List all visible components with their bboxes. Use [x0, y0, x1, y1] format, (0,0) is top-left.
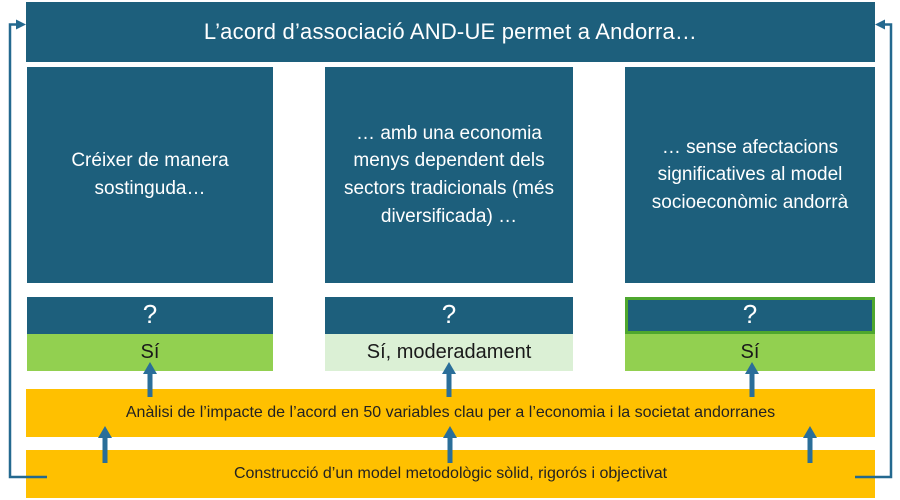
question-mark-3: ?	[742, 299, 758, 329]
question-mark-2: ?	[441, 299, 457, 329]
question-strip-1: ?	[27, 297, 273, 334]
banner-title: L’acord d’associació AND-UE permet a And…	[203, 19, 698, 44]
question-mark-1: ?	[142, 299, 158, 329]
hypothesis-text-2: … amb una economia menys dependent dels …	[343, 122, 555, 227]
hypothesis-box-1: Créixer de manera sostinguda…	[27, 67, 273, 283]
analysis-bar: Anàlisi de l’impacte de l’acord en 50 va…	[26, 389, 875, 437]
hypothesis-box-3: … sense afectacions significatives al mo…	[625, 67, 875, 283]
answer-strip-1: Sí	[27, 334, 273, 371]
question-strip-3-highlighted: ?	[625, 297, 875, 334]
methodology-bar: Construcció d’un model metodològic sòlid…	[26, 450, 875, 498]
hypothesis-box-2: … amb una economia menys dependent dels …	[325, 67, 573, 283]
hypothesis-text-1: Créixer de manera sostinguda…	[71, 150, 229, 199]
answer-text-1: Sí	[140, 341, 160, 363]
question-strip-2: ?	[325, 297, 573, 334]
hypothesis-text-3: … sense afectacions significatives al mo…	[651, 136, 849, 213]
answer-text-3: Sí	[740, 341, 760, 363]
analysis-bar-label: Anàlisi de l’impacte de l’acord en 50 va…	[125, 404, 776, 421]
answer-strip-3: Sí	[625, 334, 875, 371]
answer-text-2: Sí, moderadament	[366, 341, 532, 363]
answer-strip-2: Sí, moderadament	[325, 334, 573, 371]
methodology-bar-label: Construcció d’un model metodològic sòlid…	[233, 465, 668, 482]
conclusion-banner: L’acord d’associació AND-UE permet a And…	[26, 2, 875, 62]
